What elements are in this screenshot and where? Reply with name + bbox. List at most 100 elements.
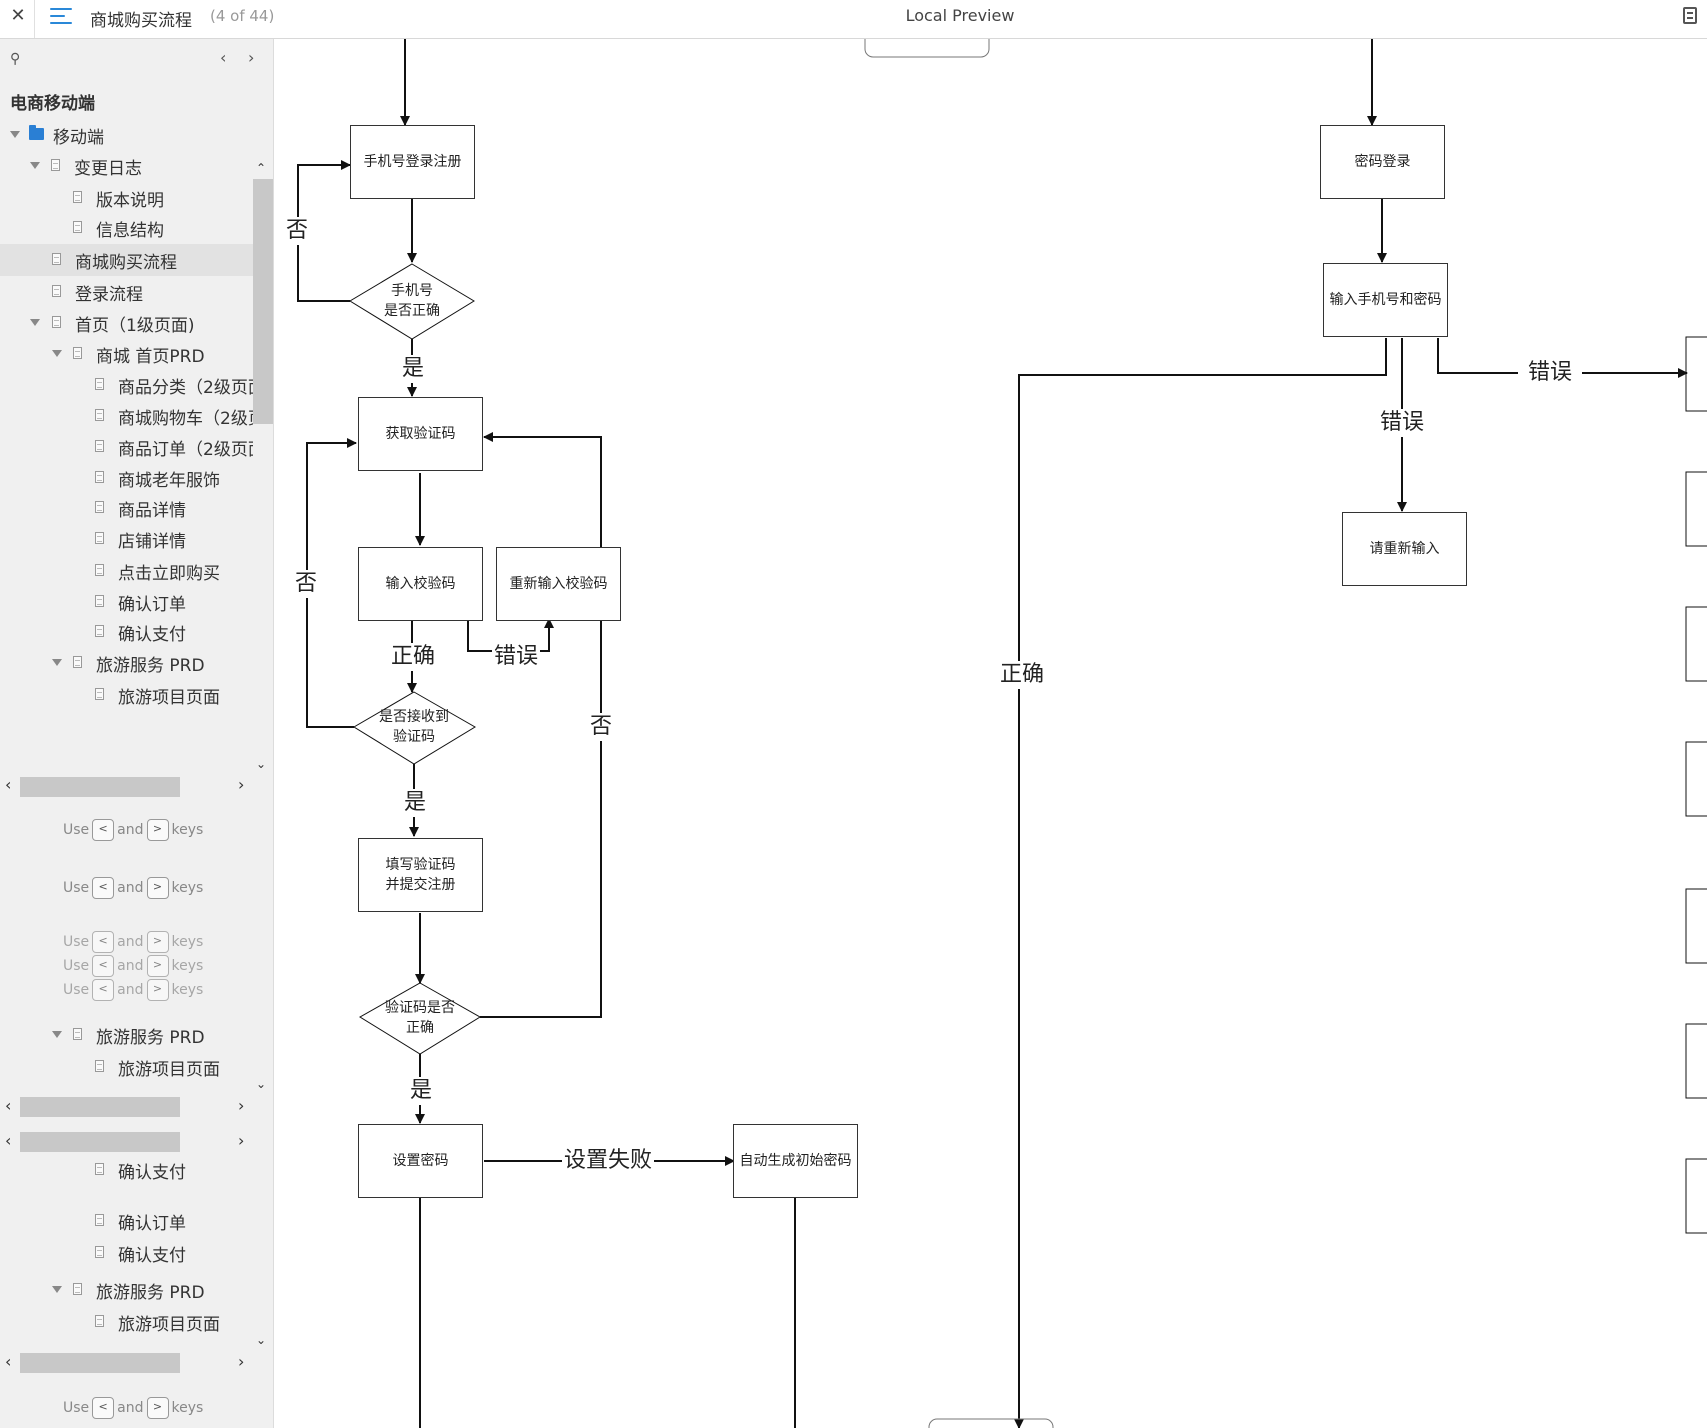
sidebar-item-label: 商城老年服饰: [118, 471, 220, 491]
scroll-right-icon[interactable]: ›: [238, 1352, 245, 1371]
sidebar-item-label: 旅游服务 PRD: [96, 1283, 205, 1303]
search-icon[interactable]: ⚲: [10, 51, 21, 67]
scroll-right-icon[interactable]: ›: [238, 775, 245, 794]
sidebar-item-travel-page[interactable]: 旅游项目页面: [0, 1308, 253, 1336]
sidebar-item-label: 旅游服务 PRD: [96, 656, 205, 676]
sidebar-item-mall-home-prd[interactable]: 商城 首页PRD: [0, 340, 253, 368]
sidebar-item-product-detail[interactable]: 商品详情: [0, 494, 253, 522]
expand-icon[interactable]: [52, 1286, 62, 1293]
sidebar-item-confirm-payment[interactable]: 确认支付: [0, 618, 253, 646]
sidebar-item-home[interactable]: 首页（1级页面): [0, 309, 253, 337]
notes-icon[interactable]: [1683, 7, 1697, 24]
expand-icon[interactable]: [10, 131, 20, 138]
flow-node-reinput-code: 重新输入校验码: [496, 547, 621, 621]
keyboard-hint: Use<and>keys: [63, 931, 203, 953]
scroll-left-icon[interactable]: ‹: [5, 775, 12, 794]
sidebar-item-info-structure[interactable]: 信息结构: [0, 214, 253, 242]
page-title: 商城购买流程: [90, 11, 192, 31]
scroll-up-icon[interactable]: ⌃: [256, 161, 267, 175]
scroll-down-icon[interactable]: ⌄: [256, 757, 267, 771]
page-icon: [95, 1163, 104, 1175]
horizontal-scrollbar[interactable]: [20, 1353, 180, 1373]
sidebar-item-login-flow[interactable]: 登录流程: [0, 278, 253, 306]
folder-icon: [29, 125, 44, 140]
sidebar-item-travel-prd[interactable]: 旅游服务 PRD: [0, 1276, 253, 1304]
sidebar-item-confirm-payment[interactable]: 确认支付: [0, 1239, 253, 1267]
sidebar-item-buy-now[interactable]: 点击立即购买: [0, 557, 253, 585]
page-icon: [73, 656, 82, 668]
page-icon: [73, 191, 82, 203]
page-icon: [95, 1214, 104, 1226]
flowchart-connectors: [297, 39, 1707, 1428]
edge-label-yes: 是: [408, 1077, 435, 1105]
sidebar-item-shop-detail[interactable]: 店铺详情: [0, 525, 253, 553]
edge-label-no: 否: [588, 713, 615, 741]
page-icon: [73, 221, 82, 233]
divider: [34, 0, 35, 38]
preview-title: Local Preview: [905, 6, 1015, 25]
vertical-scrollbar[interactable]: [253, 179, 273, 424]
sidebar-item-label: 旅游项目页面: [118, 688, 220, 708]
sidebar-item-travel-page[interactable]: 旅游项目页面: [0, 681, 253, 709]
horizontal-scrollbar[interactable]: [20, 777, 180, 797]
sidebar-item-travel-prd[interactable]: 旅游服务 PRD: [0, 649, 253, 677]
page-icon: [52, 316, 61, 328]
sidebar-item-label: 确认订单: [118, 595, 186, 615]
keyboard-hint: Use<and>keys: [63, 819, 203, 841]
sidebar-item-version-notes[interactable]: 版本说明: [0, 184, 253, 212]
sidebar-item-cart[interactable]: 商城购物车（2级页面: [0, 402, 253, 430]
flowchart-canvas: 手机号登录注册 手机号 是否正确 获取验证码 输入校验码 重新输入校验码 是否接…: [274, 39, 1707, 1428]
sidebar-item-label: 旅游项目页面: [118, 1315, 220, 1335]
sidebar-item-elderly-clothing[interactable]: 商城老年服饰: [0, 464, 253, 492]
scroll-right-icon[interactable]: ›: [238, 1096, 245, 1115]
keyboard-hint: Use<and>keys: [63, 979, 203, 1001]
sidebar-item-confirm-payment[interactable]: 确认支付: [0, 1156, 253, 1184]
sidebar-item-travel-prd[interactable]: 旅游服务 PRD: [0, 1021, 253, 1049]
keyboard-hint: Use<and>keys: [63, 877, 203, 899]
sidebar-item-mobile[interactable]: 移动端: [0, 121, 253, 149]
next-page-icon[interactable]: ›: [248, 48, 255, 67]
sidebar-item-purchase-flow[interactable]: 商城购买流程: [0, 244, 253, 276]
scroll-right-icon[interactable]: ›: [238, 1131, 245, 1150]
expand-icon[interactable]: [52, 1031, 62, 1038]
sidebar-item-label: 商城购买流程: [75, 253, 177, 273]
scroll-down-icon[interactable]: ⌄: [256, 1077, 267, 1091]
sidebar-item-confirm-order[interactable]: 确认订单: [0, 588, 253, 616]
scroll-left-icon[interactable]: ‹: [5, 1096, 12, 1115]
prev-page-icon[interactable]: ‹: [220, 48, 227, 67]
expand-icon[interactable]: [52, 350, 62, 357]
top-bar: ✕ 商城购买流程 (4 of 44) Local Preview: [0, 0, 1707, 39]
sidebar-item-label: 商城 首页PRD: [96, 347, 205, 367]
sidebar-item-changelog[interactable]: 变更日志: [0, 152, 253, 180]
page-icon: [95, 625, 104, 637]
sidebar-item-label: 登录流程: [75, 285, 143, 305]
sidebar-item-travel-page[interactable]: 旅游项目页面: [0, 1053, 253, 1081]
scroll-left-icon[interactable]: ‹: [5, 1131, 12, 1150]
flow-decision-code-correct: 验证码是否 正确: [385, 1000, 455, 1036]
horizontal-scrollbar[interactable]: [20, 1132, 180, 1152]
edge-label-no: 否: [293, 570, 320, 598]
flow-node-get-code: 获取验证码: [358, 397, 483, 471]
expand-icon[interactable]: [52, 659, 62, 666]
flow-decision-phone-correct: 手机号 是否正确: [384, 283, 440, 319]
close-icon[interactable]: ✕: [10, 5, 26, 26]
sidebar-item-label: 旅游项目页面: [118, 1060, 220, 1080]
edge-label-error: 错误: [1378, 409, 1427, 437]
edge-label-error: 错误: [492, 643, 541, 671]
sidebar-item-label: 旅游服务 PRD: [96, 1028, 205, 1048]
sidebar-item-label: 首页（1级页面): [75, 316, 195, 336]
sidebar-item-label: 点击立即购买: [118, 564, 220, 584]
expand-icon[interactable]: [30, 319, 40, 326]
page-count: (4 of 44): [210, 7, 275, 25]
sidebar-item-confirm-order[interactable]: 确认订单: [0, 1207, 253, 1235]
sidebar-item-category[interactable]: 商品分类（2级页面: [0, 371, 253, 399]
expand-icon[interactable]: [30, 162, 40, 169]
horizontal-scrollbar[interactable]: [20, 1097, 180, 1117]
page-icon: [95, 1315, 104, 1327]
scroll-left-icon[interactable]: ‹: [5, 1352, 12, 1371]
sidebar-item-label: 确认订单: [118, 1214, 186, 1234]
sidebar-item-label: 店铺详情: [118, 532, 186, 552]
sidebar-item-orders[interactable]: 商品订单（2级页面: [0, 433, 253, 461]
menu-icon[interactable]: [50, 8, 72, 28]
scroll-down-icon[interactable]: ⌄: [256, 1333, 267, 1347]
